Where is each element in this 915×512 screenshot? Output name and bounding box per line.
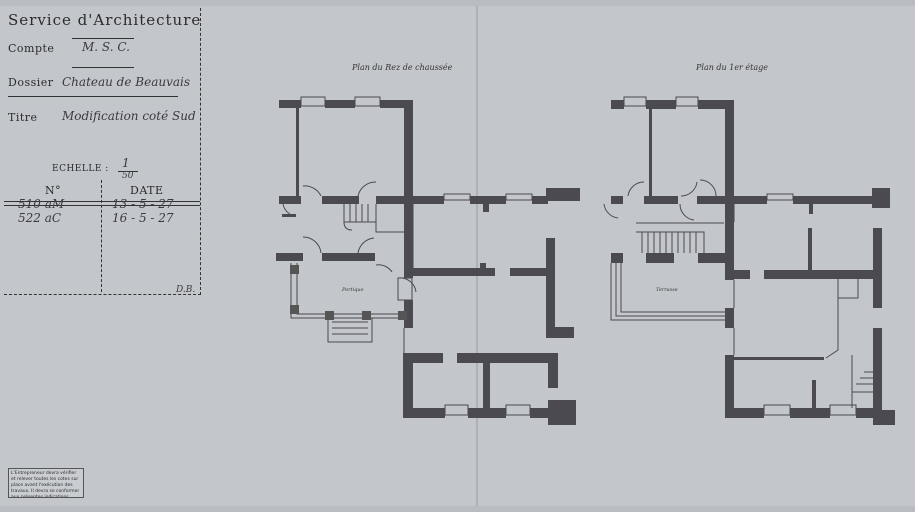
title-block: [4, 8, 201, 295]
row-1-number: 510 aM: [18, 197, 65, 211]
ground-floor-columns: [290, 265, 407, 320]
compte-value: M. S. C.: [82, 40, 130, 54]
echelle-denominator: 50: [122, 171, 134, 181]
first-floor-details: [603, 96, 873, 416]
contractor-note: L'Entrepreneur devra vérifier et relever…: [8, 468, 84, 498]
ground-floor-plan-title: Plan du Rez de chaussée: [351, 63, 453, 72]
titre-value: Modification coté Sud: [62, 109, 196, 123]
sheet-fold-line: [476, 6, 478, 506]
first-floor-walls: [611, 100, 895, 425]
ground-floor-walls: [276, 100, 580, 425]
drawing-sheet: [0, 6, 915, 506]
service-title: Service d'Architecture: [8, 11, 202, 29]
echelle-label: ECHELLE :: [52, 164, 109, 174]
titre-label: Titre: [8, 111, 38, 124]
draftsman-initials: D.B.: [176, 285, 196, 295]
dossier-value: Chateau de Beauvais: [62, 75, 191, 89]
ground-floor-details: [282, 96, 533, 416]
echelle-numerator: 1: [122, 156, 130, 170]
compte-label: Compte: [8, 42, 55, 55]
row-1-date: 13 - 5 - 27: [112, 197, 174, 211]
row-2-number: 522 aC: [18, 211, 62, 225]
ground-floor-room-label: Portique: [341, 287, 364, 293]
column-number-header: N°: [45, 184, 62, 197]
dossier-label: Dossier: [8, 76, 54, 89]
column-date-header: DATE: [130, 184, 164, 197]
first-floor-plan-title: Plan du 1er étage: [695, 63, 768, 72]
first-floor-room-label: Terrasse: [656, 287, 678, 293]
row-2-date: 16 - 5 - 27: [112, 211, 174, 225]
